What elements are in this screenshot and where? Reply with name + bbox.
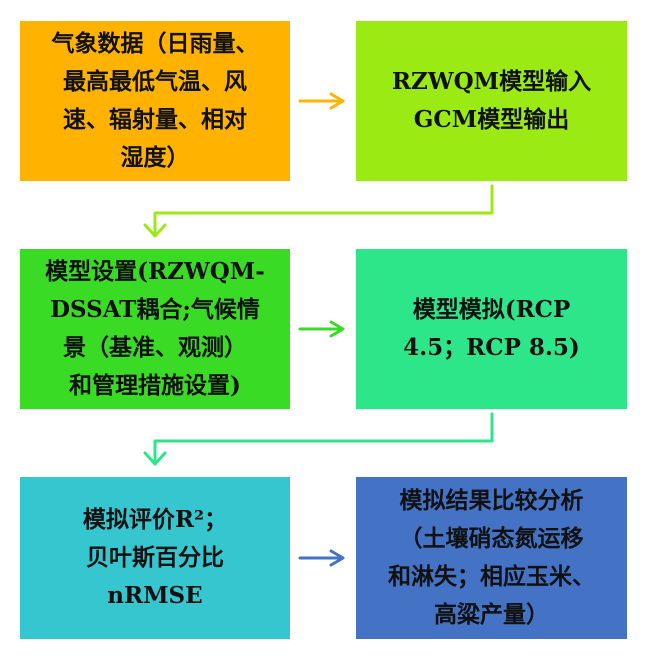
arrow-inputs-to-setup — [143, 184, 494, 238]
compare-line-2: （土壤硝态氮运移 — [399, 525, 584, 552]
setup-line-4: 和管理措施设置) — [69, 372, 241, 399]
model-setup-box: 模型设置(RZWQM- DSSAT耦合;气候情 景（基准、观测） 和管理措施设置… — [20, 249, 290, 409]
compare-line-1: 模拟结果比较分析 — [399, 487, 584, 514]
results-comparison-text: 模拟结果比较分析 （土壤硝态氮运移 和淋失；相应玉米、 高粱产量） — [388, 482, 595, 634]
model-inputs-box: RZWQM模型输入 GCM模型输出 — [356, 21, 627, 181]
compare-line-3: 和淋失；相应玉米、 — [388, 563, 595, 590]
evaluate-line-2: 贝叶斯百分比 — [85, 544, 224, 571]
evaluate-line-1: 模拟评价R²； — [82, 506, 228, 533]
model-simulation-text: 模型模拟(RCP 4.5；RCP 8.5) — [403, 291, 580, 367]
setup-line-2: DSSAT耦合;气候情 — [50, 296, 260, 323]
arrow-evaluate-to-compare — [298, 549, 345, 567]
model-setup-text: 模型设置(RZWQM- DSSAT耦合;气候情 景（基准、观测） 和管理措施设置… — [45, 253, 265, 405]
evaluation-box: 模拟评价R²； 贝叶斯百分比 nRMSE — [20, 477, 290, 639]
setup-line-3: 景（基准、观测） — [62, 334, 247, 361]
weather-line-3: 速、辐射量、相对 — [63, 106, 247, 133]
arrow-setup-to-simulate — [298, 320, 345, 338]
weather-data-box: 气象数据（日雨量、 最高最低气温、风 速、辐射量、相对 湿度） — [20, 21, 290, 181]
model-inputs-text: RZWQM模型输入 GCM模型输出 — [392, 63, 591, 139]
simulate-line-1: 模型模拟(RCP — [412, 296, 571, 323]
compare-line-4: 高粱产量） — [434, 601, 549, 628]
weather-line-4: 湿度） — [120, 144, 190, 171]
weather-line-2: 最高最低气温、风 — [63, 68, 247, 95]
inputs-line-1: RZWQM模型输入 — [391, 68, 592, 95]
evaluate-line-3: nRMSE — [107, 582, 203, 609]
arrow-weather-to-inputs — [298, 92, 345, 110]
model-simulation-box: 模型模拟(RCP 4.5；RCP 8.5) — [356, 249, 627, 409]
arrow-simulate-to-evaluate — [143, 412, 494, 466]
evaluation-text: 模拟评价R²； 贝叶斯百分比 nRMSE — [83, 501, 227, 615]
setup-line-1: 模型设置(RZWQM- — [45, 258, 265, 285]
results-comparison-box: 模拟结果比较分析 （土壤硝态氮运移 和淋失；相应玉米、 高粱产量） — [356, 477, 627, 639]
inputs-line-2: GCM模型输出 — [413, 106, 570, 133]
weather-line-1: 气象数据（日雨量、 — [51, 30, 259, 57]
simulate-line-2: 4.5；RCP 8.5) — [403, 334, 580, 361]
weather-data-text: 气象数据（日雨量、 最高最低气温、风 速、辐射量、相对 湿度） — [52, 25, 259, 177]
